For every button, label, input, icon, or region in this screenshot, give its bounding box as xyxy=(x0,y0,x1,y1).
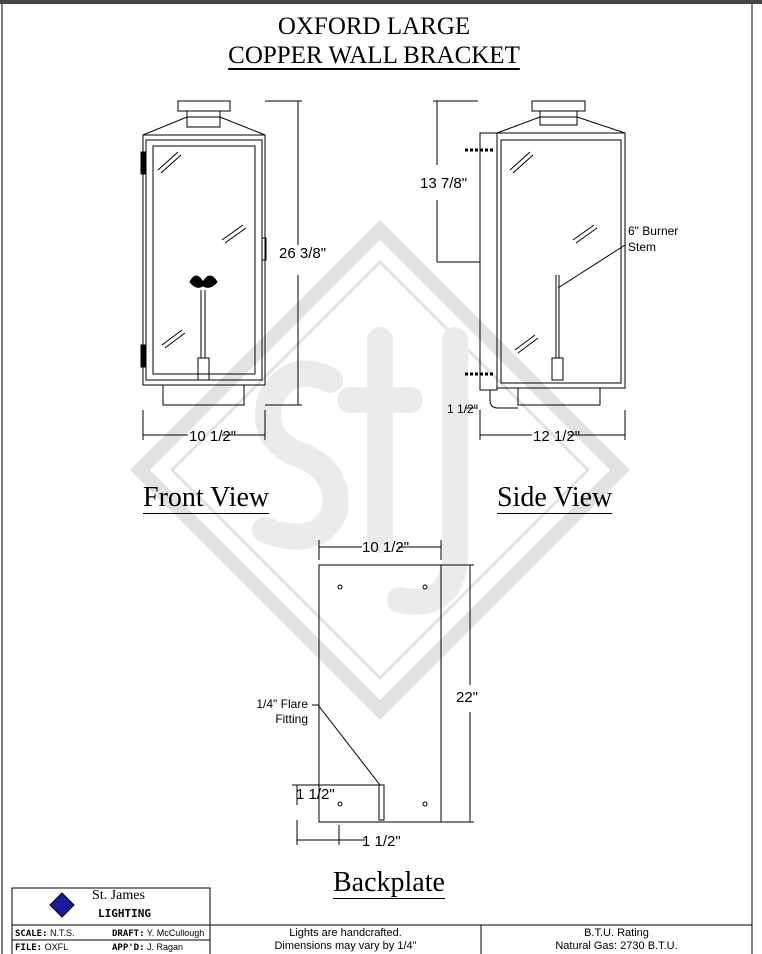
burner-callout-1: 6" Burner xyxy=(628,224,679,238)
draft-label: DRAFT: xyxy=(112,929,145,939)
flare-callout-1: 1/4" Flare xyxy=(256,697,308,711)
side-height-dim: 13 7/8" xyxy=(420,175,468,192)
backplate-drawing xyxy=(292,540,474,845)
fitting-offset-dim: 1 1/2" xyxy=(362,833,401,850)
front-view-lantern xyxy=(140,100,267,406)
front-view-label: Front View xyxy=(143,482,270,513)
note-2: Dimensions may vary by 1/4" xyxy=(274,940,417,952)
btu-value: Natural Gas: 2730 B.T.U. xyxy=(555,940,678,952)
burner-callout-2: Stem xyxy=(628,240,657,254)
side-dims xyxy=(433,100,626,440)
backplate-height-dim: 22" xyxy=(456,689,479,706)
title-line-1: OXFORD LARGE xyxy=(277,13,471,40)
front-width-dim: 10 1/2" xyxy=(189,428,237,445)
front-dims xyxy=(142,100,302,440)
watermark-letters xyxy=(252,327,468,615)
note-1: Lights are handcrafted. xyxy=(289,927,402,939)
file-value: OXFL xyxy=(44,942,69,952)
company-sub: LIGHTING xyxy=(98,907,151,920)
company-name: St. James xyxy=(92,888,145,903)
logo-icon xyxy=(49,892,75,918)
side-view-label: Side View xyxy=(497,482,613,513)
backplate-label: Backplate xyxy=(333,867,445,898)
file-label: FILE: xyxy=(15,943,43,953)
draft-value: Y. McCullough xyxy=(146,928,205,938)
backplate-width-dim: 10 1/2" xyxy=(362,539,410,556)
appd-label: APP'D: xyxy=(112,943,145,953)
side-view-lantern xyxy=(465,100,626,409)
top-bar xyxy=(0,0,762,4)
side-depth-dim: 12 1/2" xyxy=(533,428,581,445)
title-line-2: COPPER WALL BRACKET xyxy=(228,42,520,69)
flare-callout-2: Fitting xyxy=(275,712,308,726)
appd-value: J. Ragan xyxy=(147,942,184,952)
side-offset-dim: 1 1/2" xyxy=(447,402,478,416)
title-block-lines xyxy=(11,887,752,954)
scale-label: SCALE: xyxy=(15,929,48,939)
scale-value: N.T.S. xyxy=(50,928,75,938)
front-height-dim: 26 3/8" xyxy=(279,245,327,262)
watermark xyxy=(130,220,630,720)
fitting-height-dim: 1 1/2" xyxy=(296,786,335,803)
btu-title: B.T.U. Rating xyxy=(584,927,649,939)
